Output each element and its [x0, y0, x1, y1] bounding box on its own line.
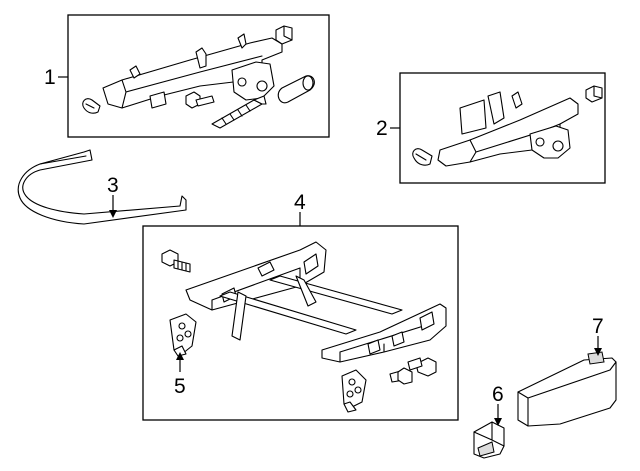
threaded-rod[interactable]: [211, 95, 267, 129]
end-cap-6[interactable]: [473, 421, 505, 459]
callout-1: 1: [44, 66, 56, 89]
hook-clip-2[interactable]: [412, 148, 433, 166]
callout-6: 6: [492, 383, 504, 406]
bracket-plate-5[interactable]: [169, 313, 197, 357]
part-group-2: [399, 72, 606, 184]
callout-3: 3: [107, 174, 119, 197]
bracket-plate-4[interactable]: [341, 369, 367, 413]
seat-frame[interactable]: [185, 241, 447, 363]
side-cover-7[interactable]: [517, 351, 617, 427]
callout-4: 4: [294, 191, 306, 214]
bolt-4b[interactable]: [389, 367, 413, 385]
part-group-1-frame: [67, 14, 330, 138]
callout-2: 2: [376, 117, 388, 140]
bolt-4c[interactable]: [407, 357, 437, 377]
seat-track-rail-1[interactable]: [102, 33, 283, 109]
callout-5: 5: [174, 375, 186, 398]
release-cable[interactable]: [17, 149, 187, 225]
seat-track-rail-2[interactable]: [437, 91, 579, 167]
part-group-1: [67, 14, 330, 138]
cylinder-bushing[interactable]: [277, 75, 315, 104]
clip-2[interactable]: [585, 85, 603, 103]
part-group-4: [142, 225, 459, 421]
callout-7: 7: [592, 315, 604, 338]
clip-1[interactable]: [275, 25, 293, 45]
bolt-1[interactable]: [185, 91, 215, 109]
leader-lines: [58, 76, 602, 426]
bolt-4a[interactable]: [161, 249, 191, 273]
hook-clip-1[interactable]: [82, 98, 101, 114]
